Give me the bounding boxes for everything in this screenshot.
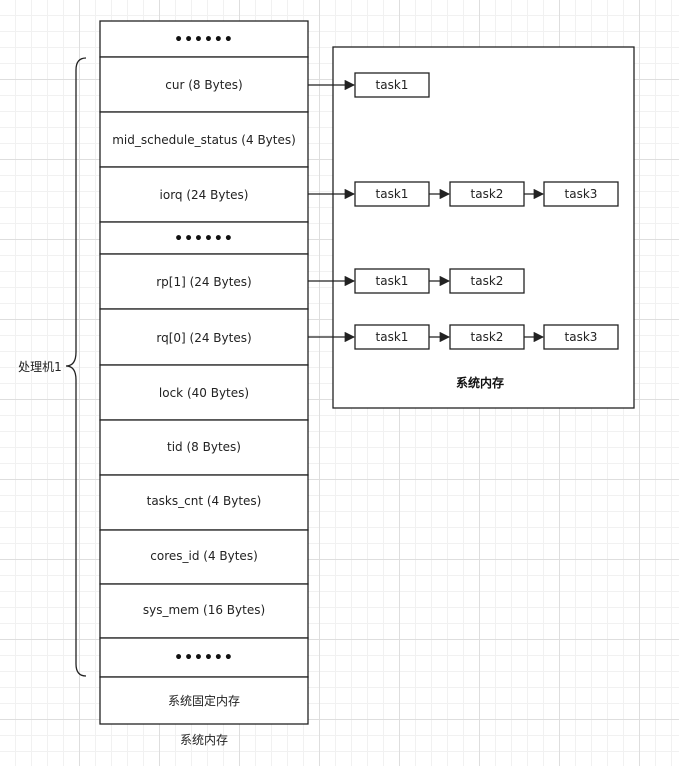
memory-cell-cores-id: cores_id (4 Bytes): [99, 529, 309, 585]
task-node: task1: [354, 181, 430, 207]
memory-cell-tid: tid (8 Bytes): [99, 419, 309, 476]
curly-brace: [65, 57, 87, 677]
memory-cell-sys-mem: sys_mem (16 Bytes): [99, 583, 309, 639]
memory-cell-lock: lock (40 Bytes): [99, 364, 309, 421]
processor-group: 处理机1: [18, 57, 87, 677]
memory-cell-cur: cur (8 Bytes): [99, 56, 309, 113]
memory-cell-0: ••••••: [99, 20, 309, 58]
memory-cell-label: lock (40 Bytes): [159, 386, 249, 400]
memory-cell-label: ••••••: [174, 650, 234, 666]
memory-cell-mid-schedule-status: mid_schedule_status (4 Bytes): [99, 111, 309, 168]
task-node: task3: [543, 181, 619, 207]
task-node: task2: [449, 181, 525, 207]
system-memory-box: 系统内存: [332, 46, 635, 409]
task-label: task1: [376, 78, 409, 92]
memory-cell-tasks-cnt: tasks_cnt (4 Bytes): [99, 474, 309, 531]
memory-cell-label: sys_mem (16 Bytes): [143, 603, 265, 617]
chain-rq0: task1 task2 task3: [308, 324, 619, 350]
task-label: task1: [376, 274, 409, 288]
memory-cell-label: 系统固定内存: [168, 693, 240, 708]
memory-cell-label: cores_id (4 Bytes): [150, 549, 258, 563]
task-label: task2: [471, 330, 504, 344]
memory-cell-label: tid (8 Bytes): [167, 440, 241, 454]
task-node: task3: [543, 324, 619, 350]
task-label: task1: [376, 187, 409, 201]
task-node: task1: [354, 268, 430, 294]
task-label: task3: [565, 187, 598, 201]
chain-rp1: task1 task2: [308, 268, 525, 294]
task-node: task2: [449, 324, 525, 350]
system-memory-label: 系统内存: [456, 375, 504, 390]
memory-cell-label: mid_schedule_status (4 Bytes): [112, 133, 296, 147]
task-label: task2: [471, 187, 504, 201]
memory-cell-fixed-memory: 系统固定内存: [99, 676, 309, 725]
memory-cell-label: rq[0] (24 Bytes): [156, 331, 251, 345]
memory-cell-ellipsis-bottom: ••••••: [99, 637, 309, 678]
processor-label: 处理机1: [18, 360, 62, 374]
memory-cell-label: rp[1] (24 Bytes): [156, 275, 251, 289]
task-label: task1: [376, 330, 409, 344]
memory-column-caption: 系统内存: [180, 733, 228, 747]
memory-cell-rp1: rp[1] (24 Bytes): [99, 253, 309, 310]
memory-cell-ellipsis: ••••••: [99, 221, 309, 255]
task-label: task3: [565, 330, 598, 344]
task-label: task2: [471, 274, 504, 288]
task-node: task1: [354, 324, 430, 350]
memory-cell-label: tasks_cnt (4 Bytes): [147, 494, 262, 508]
memory-cell-label: ••••••: [174, 231, 234, 247]
memory-cell-iorq: iorq (24 Bytes): [99, 166, 309, 223]
memory-column: •••••• cur (8 Bytes) mid_schedule_status…: [99, 20, 309, 747]
memory-cell-label: ••••••: [174, 32, 234, 48]
task-node: task2: [449, 268, 525, 294]
memory-cell-label: iorq (24 Bytes): [160, 188, 249, 202]
memory-cell-label: cur (8 Bytes): [165, 78, 242, 92]
memory-cell-rq0: rq[0] (24 Bytes): [99, 308, 309, 366]
task-node: task1: [354, 72, 430, 98]
chain-iorq: task1 task2 task3: [308, 181, 619, 207]
chain-cur: task1: [308, 72, 430, 98]
